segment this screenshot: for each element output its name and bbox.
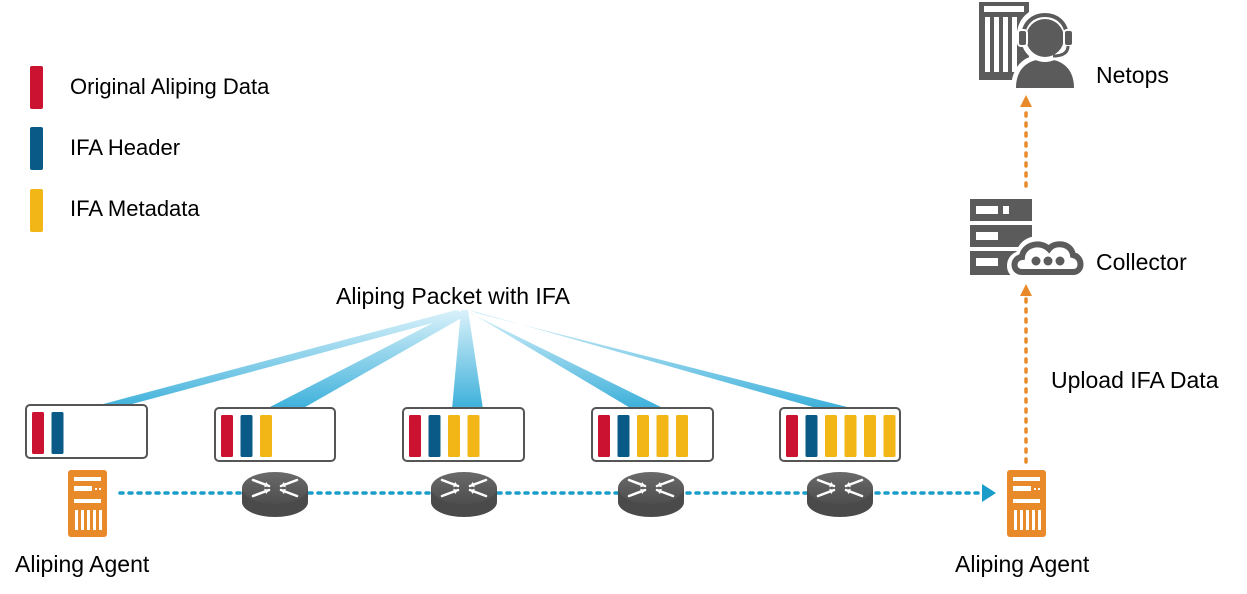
packet-box [25,404,148,459]
packet-original-data-bar [221,415,233,457]
dest-agent-server-icon [1007,470,1046,537]
packet-original-data-bar [786,415,798,457]
packet-ifa-metadata-bar [656,415,669,457]
packet-original-data-bar [409,415,421,457]
collector-cloud-server-icon [970,199,1089,279]
fan-beam [470,310,855,409]
dest-agent-label: Aliping Agent [955,551,1090,577]
packet-ifa-metadata-bar [676,415,688,457]
router-icon [618,472,684,517]
fan-beam [452,310,483,409]
packet [214,407,336,462]
fan-beam [268,310,465,410]
packet-ifa-metadata-bar [637,415,649,457]
packet-ifa-metadata-bar [260,415,272,457]
packet [402,407,525,462]
packets [25,404,901,462]
packet-ifa-metadata-bar [448,415,460,457]
routers [242,472,873,517]
legend-swatch-original-data [30,66,43,109]
packet-original-data-bar [32,412,44,454]
packet [779,407,901,462]
packet-original-data-bar [598,415,610,457]
packet [591,407,714,462]
legend-swatch-ifa-metadata [30,189,43,232]
router-icon [807,472,873,517]
packet-ifa-metadata-bar [864,415,876,457]
netops-operator-headset-icon [979,2,1079,90]
packet-box [402,407,525,462]
packet-fan-beams [92,310,855,410]
legend-label-ifa-metadata: IFA Metadata [70,196,200,221]
packet-ifa-header-bar [240,415,253,457]
source-agent-label: Aliping Agent [15,551,150,577]
packet-ifa-metadata-bar [883,415,896,457]
packet-ifa-header-bar [428,415,441,457]
packet-ifa-header-bar [617,415,630,457]
upload-arrowhead-icon [1020,284,1032,296]
upload-label: Upload IFA Data [1051,367,1219,393]
router-icon [242,472,308,517]
path-arrowhead-icon [982,484,996,502]
fan-beam [466,310,665,409]
fan-beam [92,310,462,410]
packet-ifa-metadata-bar [467,415,480,457]
legend-label-ifa-header: IFA Header [70,135,181,160]
packet [25,404,148,459]
packet-ifa-header-bar [805,415,818,457]
upload-arrows [1020,95,1032,464]
packet-ifa-metadata-bar [844,415,857,457]
legend-label-original-data: Original Aliping Data [70,74,270,99]
legend-swatch-ifa-header [30,127,43,170]
collector-label: Collector [1096,249,1187,275]
source-agent-server-icon [68,470,107,537]
packet-label: Aliping Packet with IFA [336,283,570,309]
packet-ifa-metadata-bar [825,415,837,457]
packet-box [591,407,714,462]
netops-arrowhead-icon [1020,95,1032,107]
router-icon [431,472,497,517]
packet-ifa-header-bar [51,412,64,454]
netops-label: Netops [1096,62,1169,88]
